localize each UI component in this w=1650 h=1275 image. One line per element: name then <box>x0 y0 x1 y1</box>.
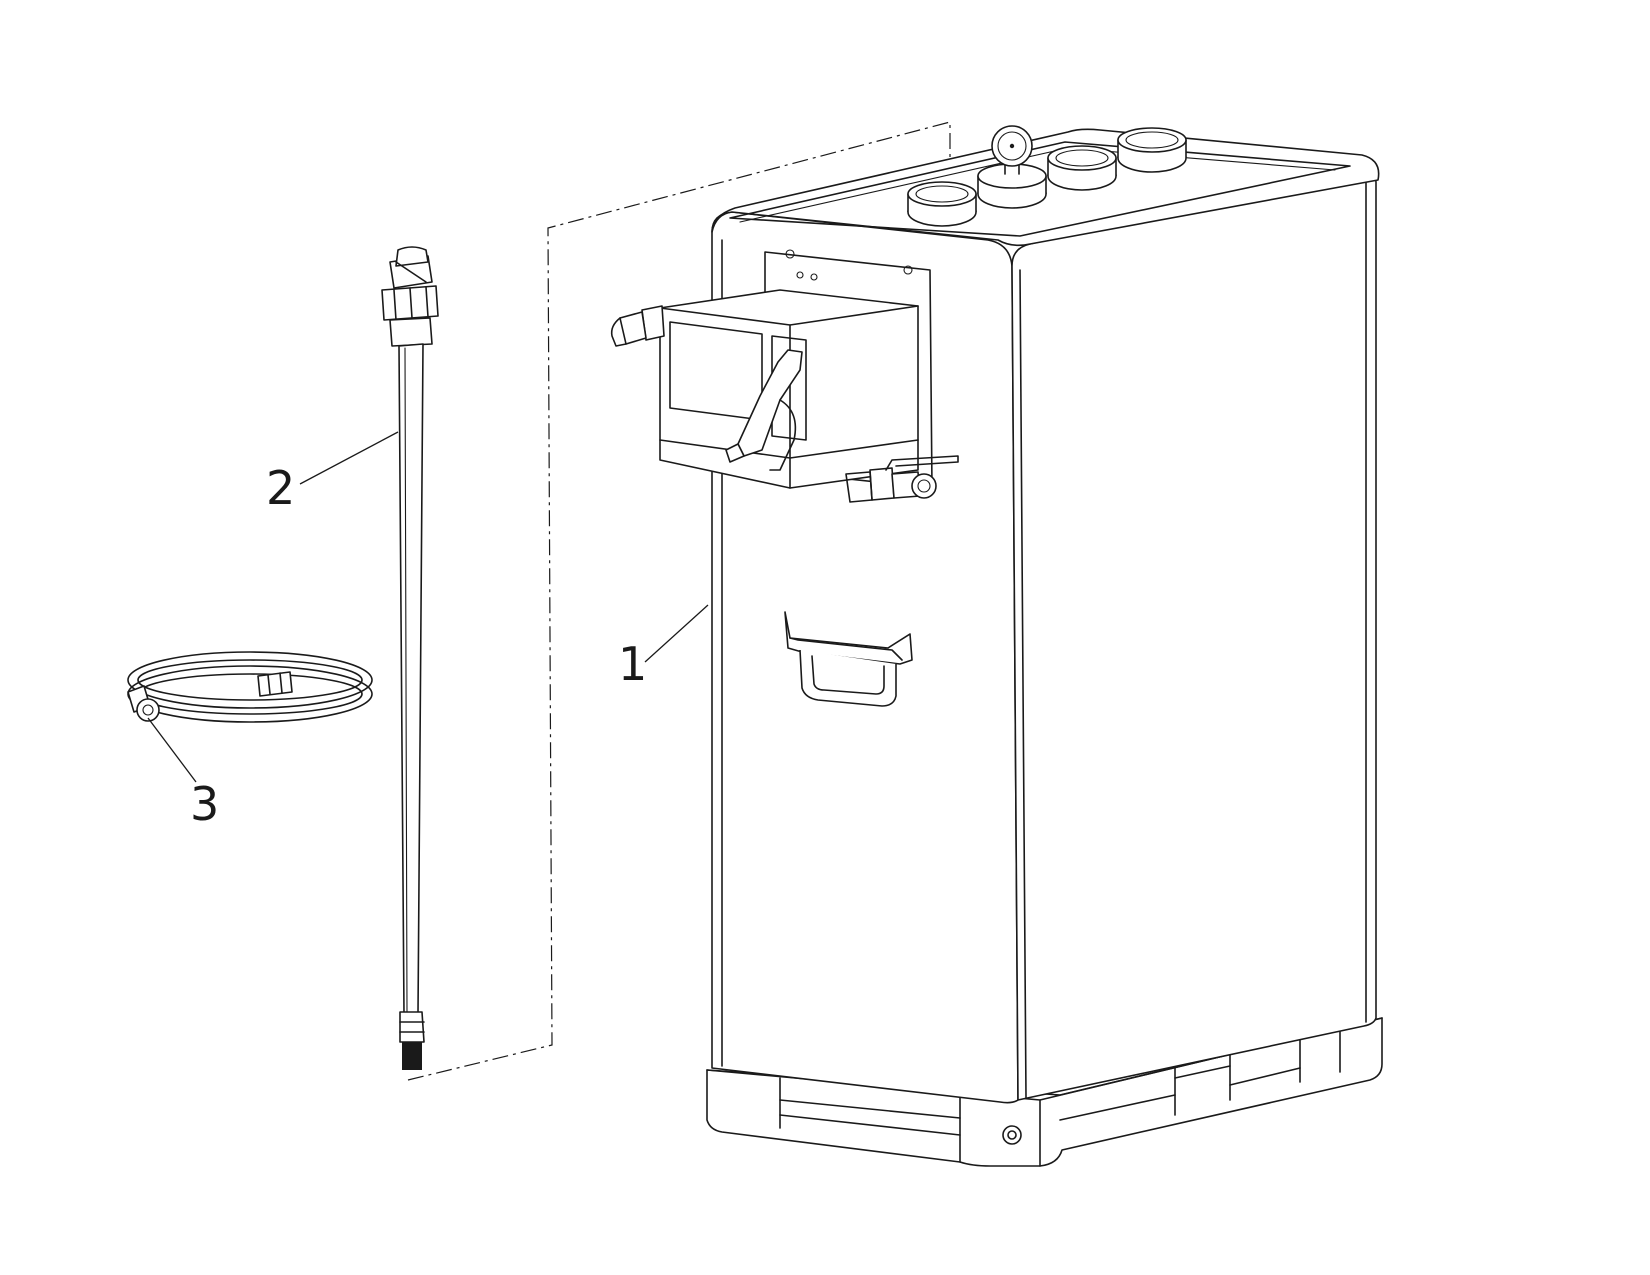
suction-tube <box>381 246 439 1070</box>
assembly-path-line <box>407 121 951 1081</box>
pallet-hole-icon <box>1002 1125 1022 1145</box>
callout-1-label: 1 <box>618 637 647 691</box>
fuel-nozzle-icon <box>725 349 803 471</box>
callout-1: 1 <box>618 604 709 691</box>
hose-end-fitting-icon <box>127 685 160 722</box>
tank-top-caps <box>907 125 1187 227</box>
cap-1 <box>907 181 977 227</box>
cap-3 <box>1047 145 1117 191</box>
threaded-tip <box>402 1042 422 1070</box>
callout-3: 3 <box>147 717 219 831</box>
callout-2-label: 2 <box>266 461 295 515</box>
carry-handle <box>784 611 913 707</box>
tank-assembly <box>610 125 1383 1167</box>
dispenser-unit <box>610 249 959 503</box>
cap-2-with-gauge <box>977 125 1047 209</box>
inlet-elbow-fitting <box>610 305 665 347</box>
coiled-hose <box>127 651 373 723</box>
cap-4 <box>1117 127 1187 173</box>
callout-2: 2 <box>266 431 399 515</box>
callout-3-label: 3 <box>190 777 219 831</box>
outlet-ball-valve <box>845 455 959 503</box>
